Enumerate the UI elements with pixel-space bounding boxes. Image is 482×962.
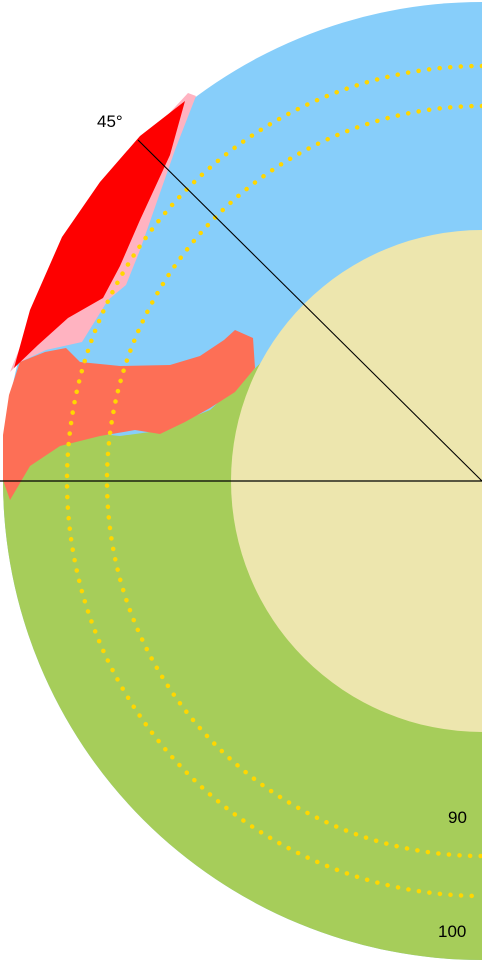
- red-region: [14, 101, 185, 368]
- angle-45-line: [137, 139, 482, 482]
- ring-label-100: 100: [438, 922, 466, 941]
- salmon-region: [3, 330, 255, 500]
- ring-label-90: 90: [448, 808, 467, 827]
- angle-label: 45°: [97, 112, 123, 131]
